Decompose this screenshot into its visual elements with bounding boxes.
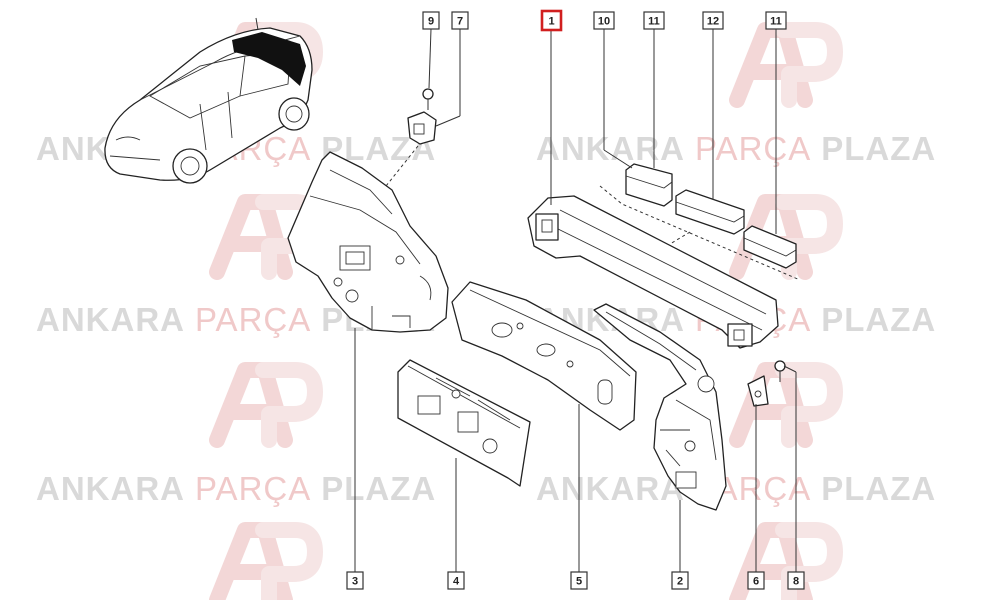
part-10-strip — [625, 163, 673, 207]
callout-11a[interactable]: 11 — [643, 11, 665, 30]
watermark-logo-icon — [209, 522, 323, 600]
part-11-strip — [743, 225, 797, 269]
part-6-bracket — [747, 375, 769, 407]
callout-6[interactable]: 6 — [747, 571, 765, 590]
callout-label: 1 — [548, 16, 554, 28]
part-7-bracket — [407, 111, 437, 145]
watermark-logo-icon — [729, 22, 843, 108]
callout-label: 8 — [793, 576, 799, 588]
assembly-guide-line — [599, 185, 801, 281]
assembly-guide-line — [385, 145, 419, 187]
callout-9[interactable]: 9 — [422, 11, 440, 30]
car-illustration — [104, 17, 313, 184]
callout-1[interactable]: 1 — [540, 9, 563, 32]
part-2-right-panel — [593, 303, 727, 511]
part-4-panel — [397, 359, 531, 487]
callout-label: 9 — [428, 16, 434, 28]
callout-4[interactable]: 4 — [447, 571, 465, 590]
highlighted-panel-shape — [232, 32, 306, 86]
callout-label: 7 — [457, 16, 463, 28]
part-1-crossmember — [527, 195, 779, 349]
callout-label: 4 — [453, 576, 460, 588]
part-12-strip — [675, 189, 745, 235]
callout-3[interactable]: 3 — [346, 571, 364, 590]
callout-label: 2 — [677, 576, 683, 588]
callout-label: 6 — [753, 576, 759, 588]
callout-label: 11 — [770, 16, 782, 28]
callout-12[interactable]: 12 — [702, 11, 724, 30]
watermark-logo-icon — [209, 362, 323, 448]
callout-2[interactable]: 2 — [671, 571, 689, 590]
callout-label: 12 — [707, 16, 719, 28]
watermark-logo-icon — [729, 362, 843, 448]
assembly-guide-line — [669, 231, 691, 245]
leader-lines — [354, 28, 797, 572]
part-9-bolt — [422, 88, 434, 110]
callout-10[interactable]: 10 — [593, 11, 615, 30]
callout-label: 11 — [648, 16, 660, 28]
callout-label: 5 — [576, 576, 582, 588]
callout-8[interactable]: 8 — [787, 571, 805, 590]
callout-7[interactable]: 7 — [451, 11, 469, 30]
callout-5[interactable]: 5 — [570, 571, 588, 590]
part-5-central-panel — [451, 281, 637, 431]
callout-label: 3 — [352, 576, 358, 588]
callout-11b[interactable]: 11 — [765, 11, 787, 30]
callout-label: 10 — [598, 16, 610, 28]
part-3-left-panel — [287, 151, 449, 333]
